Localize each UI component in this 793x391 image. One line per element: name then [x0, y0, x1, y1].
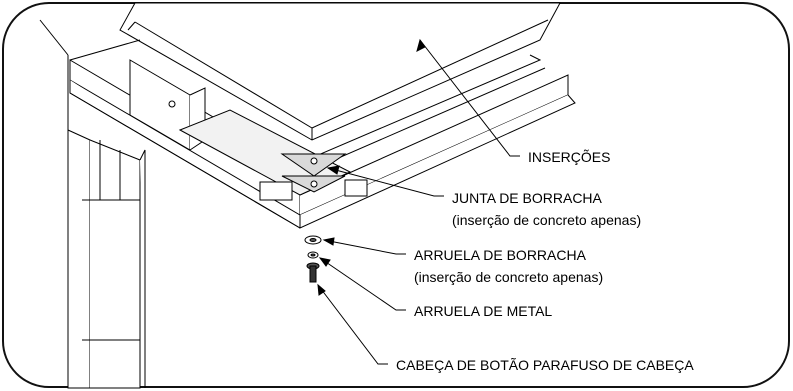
table-frame-structure [39, 2, 576, 389]
insert-panel [119, 2, 561, 141]
leader-junta [326, 165, 444, 197]
label-arruela-borracha-note: (inserção de concreto apenas) [414, 269, 604, 285]
corner-bracket [129, 59, 191, 151]
leader-insercoes [416, 38, 520, 157]
table-leg [67, 129, 91, 389]
label-cabeca-de-botao: CABEÇA DE BOTÃO PARAFUSO DE CABEÇA [396, 357, 694, 373]
leader-arruela-borracha [322, 237, 406, 255]
rubber-gasket [280, 153, 347, 177]
label-junta-de-borracha: JUNTA DE BORRACHA [452, 190, 602, 206]
label-arruela-de-borracha: ARRUELA DE BORRACHA [414, 247, 586, 263]
label-arruela-de-metal: ARRUELA DE METAL [414, 303, 553, 319]
leader-cabeca [317, 283, 388, 365]
leader-arruela-metal [318, 257, 406, 311]
label-junta-note: (inserção de concreto apenas) [452, 212, 642, 228]
label-insercoes: INSERÇÕES [528, 149, 611, 165]
button-head-screw [306, 262, 320, 283]
leader-lines [317, 38, 520, 365]
